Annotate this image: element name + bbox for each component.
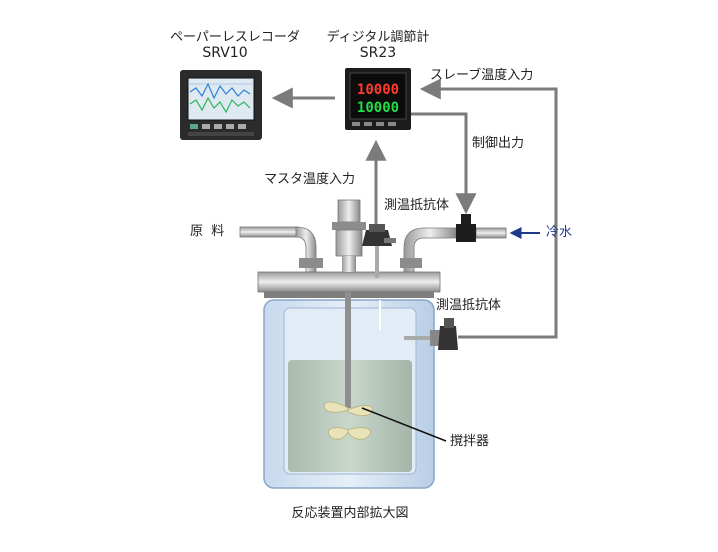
arrow-slave-input	[419, 78, 558, 339]
controller-icon: 10000 10000	[345, 68, 411, 130]
flow-lines	[271, 78, 558, 339]
raw-material-label: 原 料	[190, 224, 225, 239]
stirrer-leader	[361, 407, 447, 442]
control-output-label: 制御出力	[472, 136, 525, 151]
slave-input-label: スレーブ温度入力	[430, 68, 534, 83]
stirrer-icon	[323, 199, 373, 440]
master-input-label: マスタ温度入力	[264, 172, 356, 187]
diagram-caption: 反応装置内部拡大図	[291, 506, 409, 521]
rtd-top-label: 測温抵抗体	[384, 198, 450, 213]
rtd-top-icon	[362, 224, 396, 278]
rtd-side-label: 測温抵抗体	[436, 298, 502, 313]
stirrer-label: 撹拌器	[450, 434, 490, 449]
recorder-name: ペーパーレスレコーダ	[170, 30, 300, 45]
controller-sv-display: 10000	[357, 100, 399, 116]
recorder-icon	[180, 70, 262, 140]
controller-model: SR23	[359, 45, 397, 61]
rtd-side-icon	[404, 318, 458, 350]
controller-pv-display: 10000	[357, 82, 399, 98]
valve-icon	[456, 214, 476, 242]
arrow-control-output	[411, 112, 477, 215]
cooling-pipe	[400, 227, 507, 273]
reactor-liquid	[288, 360, 412, 472]
cooling-water-label: 冷水	[546, 225, 573, 240]
recorder-model: SRV10	[202, 45, 248, 61]
controller-name: ディジタル調節計	[326, 30, 430, 45]
raw-material-pipe	[239, 226, 323, 273]
